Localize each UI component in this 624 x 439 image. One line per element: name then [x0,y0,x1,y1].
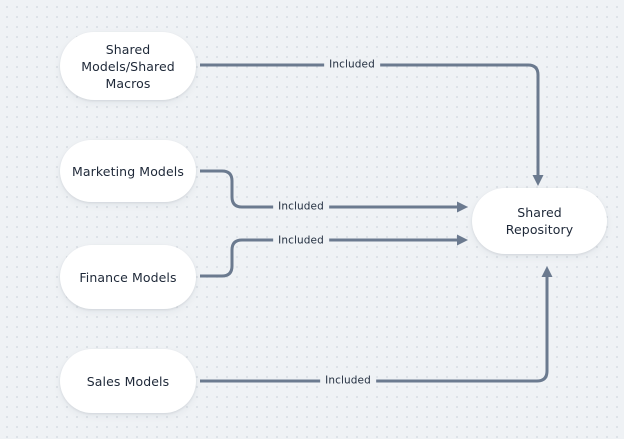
edge-marketing-models-to-shared-repository[interactable] [200,169,458,209]
edge-sales-models-to-shared-repository[interactable] [200,276,549,383]
node-label-shared-models: Shared Models/Shared Macros [81,41,175,91]
edge-shared-models-to-shared-repository[interactable] [200,63,540,176]
node-shared-repository[interactable]: Shared Repository [472,188,607,254]
edge-finance-models-to-shared-repository[interactable] [200,238,458,278]
node-label-sales-models: Sales Models [86,373,170,389]
arrowhead-finance-models [457,234,468,246]
edge-label-sales-models[interactable]: Included [320,373,376,389]
node-finance-models[interactable]: Finance Models [60,245,196,309]
edge-label-shared-models[interactable]: Included [324,57,380,73]
node-label-shared-repository: Shared Repository [505,205,574,237]
arrowhead-sales-models [541,266,553,277]
edge-label-marketing-models[interactable]: Included [273,199,329,215]
arrowhead-shared-models [532,175,544,186]
arrowhead-marketing-models [457,201,468,213]
edge-label-finance-models[interactable]: Included [273,233,329,249]
node-shared-models[interactable]: Shared Models/Shared Macros [60,32,196,100]
node-label-marketing-models: Marketing Models [72,163,184,179]
node-label-finance-models: Finance Models [79,269,177,285]
node-marketing-models[interactable]: Marketing Models [60,140,196,202]
node-sales-models[interactable]: Sales Models [60,349,196,413]
